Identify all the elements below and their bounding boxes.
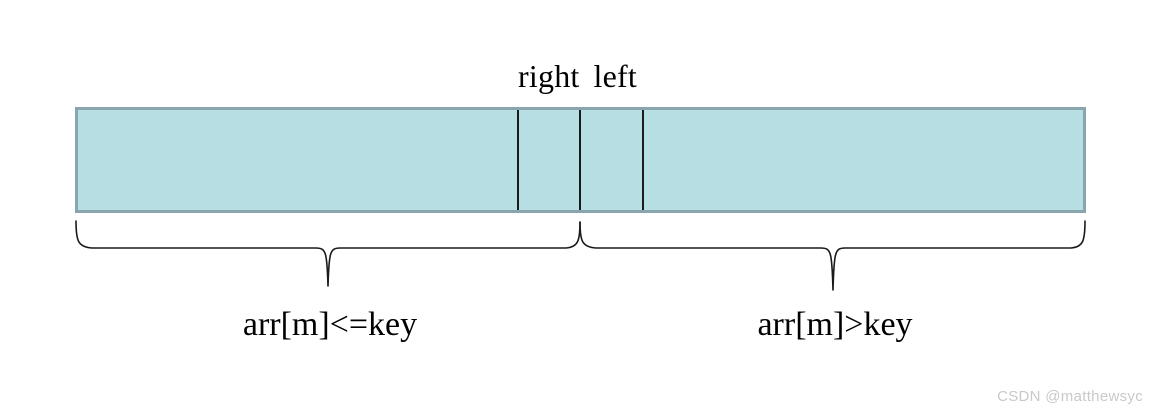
region-label-right: arr[m]>key — [757, 306, 913, 343]
watermark: CSDN @matthewsyc — [997, 388, 1143, 405]
pointer-label-group: right left — [0, 58, 1155, 102]
right-region-brace — [579, 220, 1086, 291]
pointer-label-right: right — [518, 58, 580, 94]
region-label-left: arr[m]<=key — [242, 306, 418, 343]
left-region-brace — [75, 220, 581, 287]
pointer-label-left: left — [593, 58, 637, 94]
